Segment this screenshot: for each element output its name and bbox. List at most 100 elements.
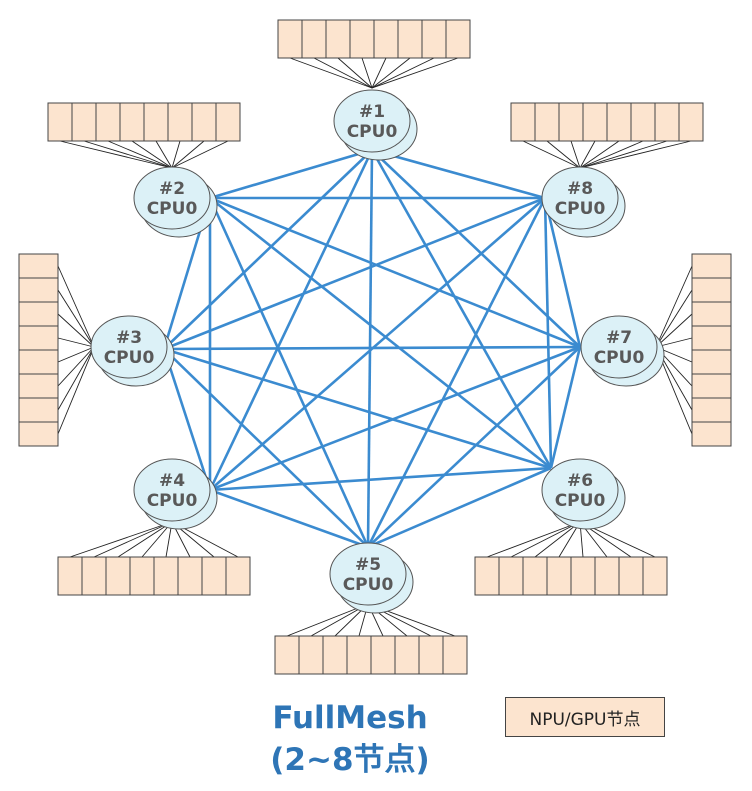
node-id: #1 (359, 102, 385, 122)
mesh-link-5-8 (366, 197, 547, 548)
npu-node (618, 556, 644, 596)
npu-node (322, 635, 348, 675)
npu-link (579, 140, 596, 169)
npu-node (18, 349, 59, 375)
npu-node (630, 102, 656, 142)
npu-link (171, 140, 181, 169)
mesh-link-6-7 (549, 346, 582, 469)
npu-link (57, 346, 95, 411)
npu-link (107, 140, 173, 169)
npu-node (18, 397, 59, 423)
npu-node (129, 556, 155, 596)
npu-group-4 (57, 556, 251, 596)
npu-node (691, 421, 732, 447)
mesh-link-1-3 (163, 149, 373, 350)
npu-node (95, 102, 121, 142)
npu-link (83, 140, 173, 169)
mesh-link-1-4 (208, 149, 374, 491)
npu-link (313, 57, 373, 89)
mesh-link-2-6 (209, 196, 552, 470)
legend-npu-gpu: NPU/GPU节点 (505, 697, 665, 737)
npu-link (337, 57, 373, 89)
npu-link (534, 521, 581, 558)
mesh-link-5-7 (367, 346, 581, 548)
npu-link (289, 57, 373, 89)
mesh-link-3-4 (162, 348, 212, 491)
npu-node (277, 19, 303, 59)
npu-node (397, 19, 423, 59)
npu-groups (18, 19, 732, 675)
node-id: #6 (567, 471, 593, 491)
npu-link (69, 521, 173, 558)
npu-node (191, 102, 217, 142)
mesh-link-4-8 (209, 197, 546, 491)
mesh-link-3-8 (163, 196, 546, 351)
npu-link (117, 521, 173, 558)
npu-node (143, 102, 169, 142)
npu-link (579, 140, 620, 169)
npu-node (349, 19, 375, 59)
npu-link (59, 140, 173, 169)
npu-group-8 (510, 102, 704, 142)
mesh-link-1-7 (371, 149, 581, 348)
npu-node (654, 102, 680, 142)
cpu-ellipse (580, 315, 658, 379)
npu-node (177, 556, 203, 596)
mesh-link-4-6 (209, 466, 552, 492)
npu-link (522, 140, 581, 169)
mesh-link-2-5 (208, 197, 370, 548)
npu-link (93, 521, 173, 558)
npu-link (171, 140, 229, 169)
node-id: #7 (606, 328, 632, 348)
cpu-label: CPU0 (147, 199, 198, 219)
npu-node (606, 102, 632, 142)
npu-node (373, 19, 399, 59)
cpu-ellipse (541, 166, 619, 230)
npu-node (522, 556, 548, 596)
mesh-link-1-2 (209, 148, 373, 200)
npu-node (594, 556, 620, 596)
npu-node (534, 102, 560, 142)
npu-link (57, 337, 95, 348)
npu-node (18, 373, 59, 399)
npu-group-2 (47, 102, 241, 142)
npu-node (418, 635, 444, 675)
npu-node (215, 102, 241, 142)
npu-node (510, 102, 536, 142)
cpu-label: CPU0 (347, 122, 398, 142)
npu-link (570, 140, 581, 169)
npu-link (655, 313, 693, 348)
npu-node (394, 635, 420, 675)
npu-node (225, 556, 251, 596)
diagram-title-line1: FullMesh (272, 700, 428, 736)
npu-node (119, 102, 145, 142)
cpu-label: CPU0 (555, 199, 606, 219)
npu-node (18, 421, 59, 447)
cpu-label: CPU0 (147, 491, 198, 511)
npu-group-1 (277, 19, 471, 59)
npu-fanout-lines (57, 57, 693, 637)
npu-node (691, 301, 732, 327)
npu-link (546, 140, 581, 169)
npu-node (691, 325, 732, 351)
diagram-title-line2: (2~8节点) (270, 742, 430, 778)
npu-node (558, 102, 584, 142)
mesh-links (162, 148, 582, 549)
npu-link (371, 57, 387, 89)
npu-node (18, 277, 59, 303)
npu-node (274, 635, 300, 675)
npu-node (474, 556, 500, 596)
npu-node (298, 635, 324, 675)
npu-link (57, 289, 95, 348)
cpu-label: CPU0 (104, 348, 155, 368)
cpu-label: CPU0 (594, 348, 645, 368)
npu-node (498, 556, 524, 596)
cpu-ellipse (90, 315, 168, 379)
mesh-link-1-6 (370, 149, 553, 469)
npu-node (691, 253, 732, 279)
